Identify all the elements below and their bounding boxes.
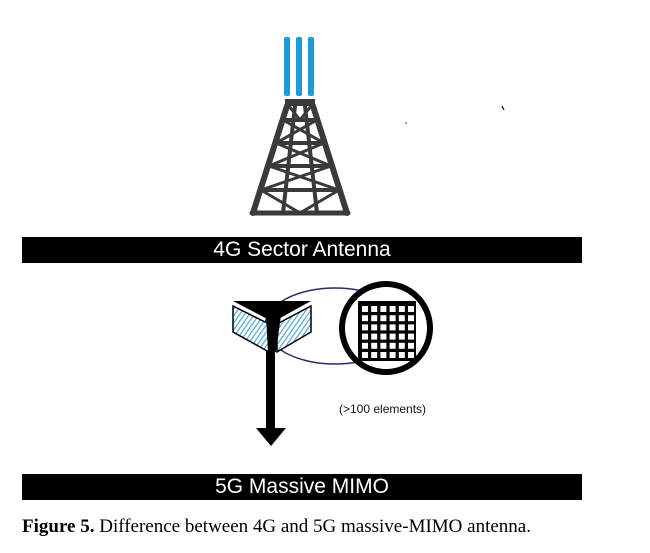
antenna-element-cell bbox=[380, 306, 387, 312]
sector-antenna-label: 4G Sector Antenna bbox=[22, 237, 582, 263]
figure-caption: Figure 5. Difference between 4G and 5G m… bbox=[22, 516, 531, 538]
antenna-element-cell bbox=[398, 342, 405, 349]
antenna-panel-middle bbox=[296, 37, 302, 96]
antenna-element-cell bbox=[398, 324, 405, 331]
massive-mimo-label: 5G Massive MIMO bbox=[22, 474, 582, 500]
antenna-element-cell bbox=[408, 306, 414, 312]
antenna-element-cell bbox=[362, 352, 368, 358]
antenna-element-cell bbox=[371, 342, 378, 349]
antenna-element-cell bbox=[371, 324, 378, 331]
antenna-element-cell bbox=[380, 315, 387, 322]
antenna-element-cell bbox=[371, 315, 378, 322]
stray-dot bbox=[405, 122, 407, 124]
antenna-element-cell bbox=[408, 324, 414, 331]
down-arrow-icon bbox=[256, 335, 286, 446]
antenna-panel-left bbox=[284, 37, 290, 96]
antenna-element-cell bbox=[362, 315, 368, 322]
antenna-element-cell bbox=[389, 315, 396, 322]
antenna-element-cell bbox=[408, 333, 414, 340]
antenna-element-grid-icon bbox=[339, 281, 433, 375]
antenna-element-cell bbox=[362, 333, 368, 340]
antenna-element-cell bbox=[380, 352, 387, 358]
antenna-element-cell bbox=[362, 342, 368, 349]
antenna-element-cell bbox=[398, 315, 405, 322]
antenna-element-cell bbox=[389, 324, 396, 331]
caption-label: Figure 5. bbox=[22, 516, 95, 537]
antenna-element-cell bbox=[371, 306, 378, 312]
antenna-element-cell bbox=[389, 306, 396, 312]
antenna-diagram bbox=[232, 37, 505, 446]
antenna-element-cell bbox=[398, 352, 405, 358]
massive-mimo-array-icon bbox=[232, 301, 312, 354]
antenna-element-cell bbox=[389, 342, 396, 349]
antenna-element-cell bbox=[362, 306, 368, 312]
antenna-element-cell bbox=[371, 333, 378, 340]
sector-antenna-panels bbox=[284, 37, 314, 96]
caption-text: Difference between 4G and 5G massive-MIM… bbox=[99, 516, 531, 537]
elements-count-note: (>100 elements) bbox=[339, 402, 427, 416]
antenna-element-cell bbox=[398, 333, 405, 340]
antenna-panel-right bbox=[308, 37, 314, 96]
antenna-element-cell bbox=[408, 315, 414, 322]
antenna-element-cell bbox=[380, 324, 387, 331]
antenna-element-cell bbox=[408, 352, 414, 358]
antenna-element-cell bbox=[362, 324, 368, 331]
lattice-tower-icon bbox=[249, 99, 351, 216]
antenna-element-cell bbox=[408, 342, 414, 349]
antenna-element-cell bbox=[380, 333, 387, 340]
antenna-element-cell bbox=[371, 352, 378, 358]
antenna-element-cell bbox=[389, 352, 396, 358]
antenna-element-cell bbox=[398, 306, 405, 312]
stray-mark bbox=[501, 105, 505, 111]
antenna-element-cell bbox=[389, 333, 396, 340]
antenna-element-cell bbox=[380, 342, 387, 349]
